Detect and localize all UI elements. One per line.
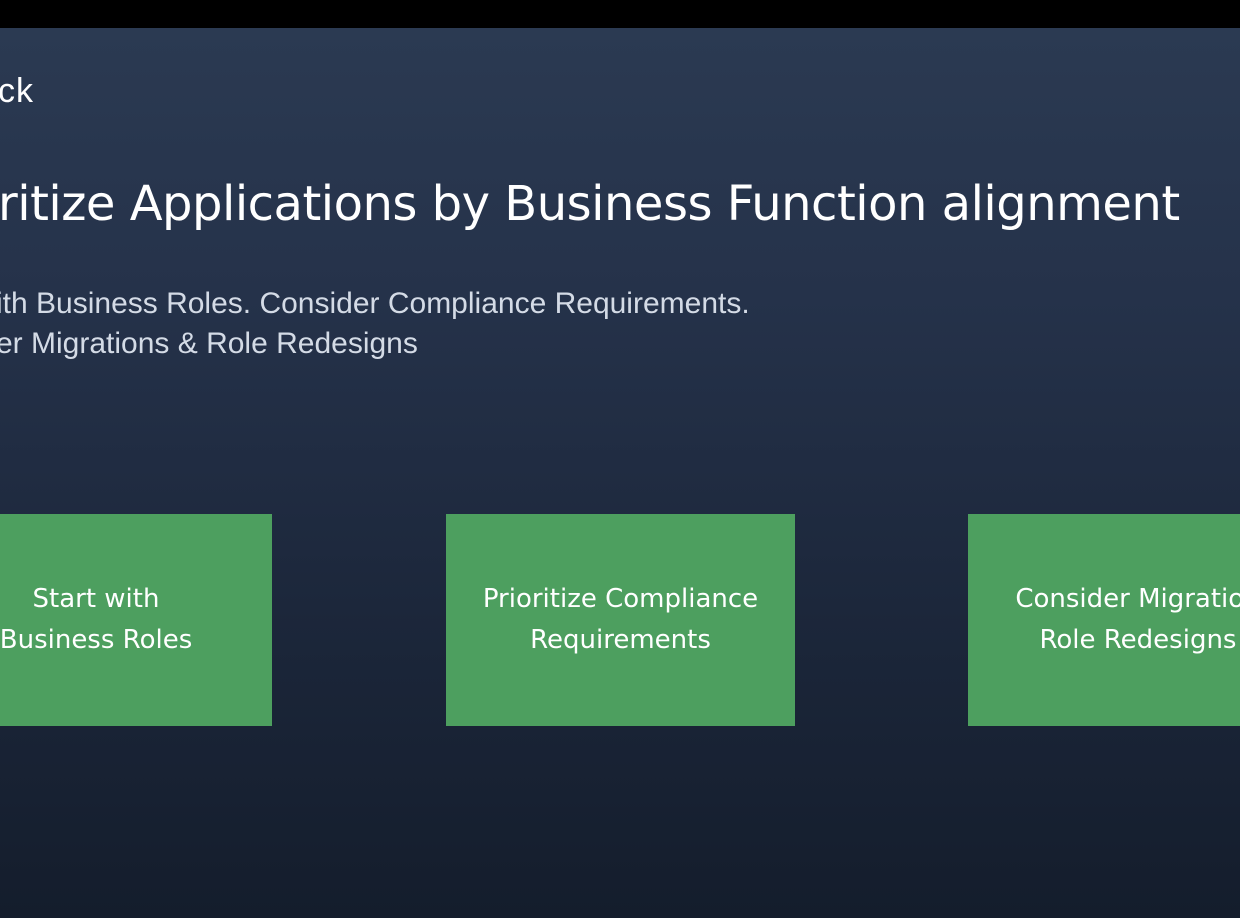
card-label: Prioritize Compliance Requirements	[482, 584, 759, 655]
card-prioritize-compliance: Prioritize Compliance Requirements	[446, 514, 795, 726]
top-letterbox-bar	[0, 0, 1240, 28]
presentation-slide: ck ritize Applications by Business Funct…	[0, 28, 1240, 918]
slide-title: ritize Applications by Business Function…	[0, 176, 1180, 232]
card-start-with-business-roles: Start with Business Roles	[0, 514, 272, 726]
subtitle-line-2: er Migrations & Role Redesigns	[0, 327, 418, 360]
logo-text: ck	[0, 72, 34, 110]
card-consider-migration: Consider Migration Role Redesigns	[968, 514, 1240, 726]
card-label: Start with Business Roles	[0, 584, 193, 655]
card-label: Consider Migration Role Redesigns	[1015, 584, 1240, 655]
subtitle-line-1: ith Business Roles. Consider Compliance …	[0, 287, 750, 320]
